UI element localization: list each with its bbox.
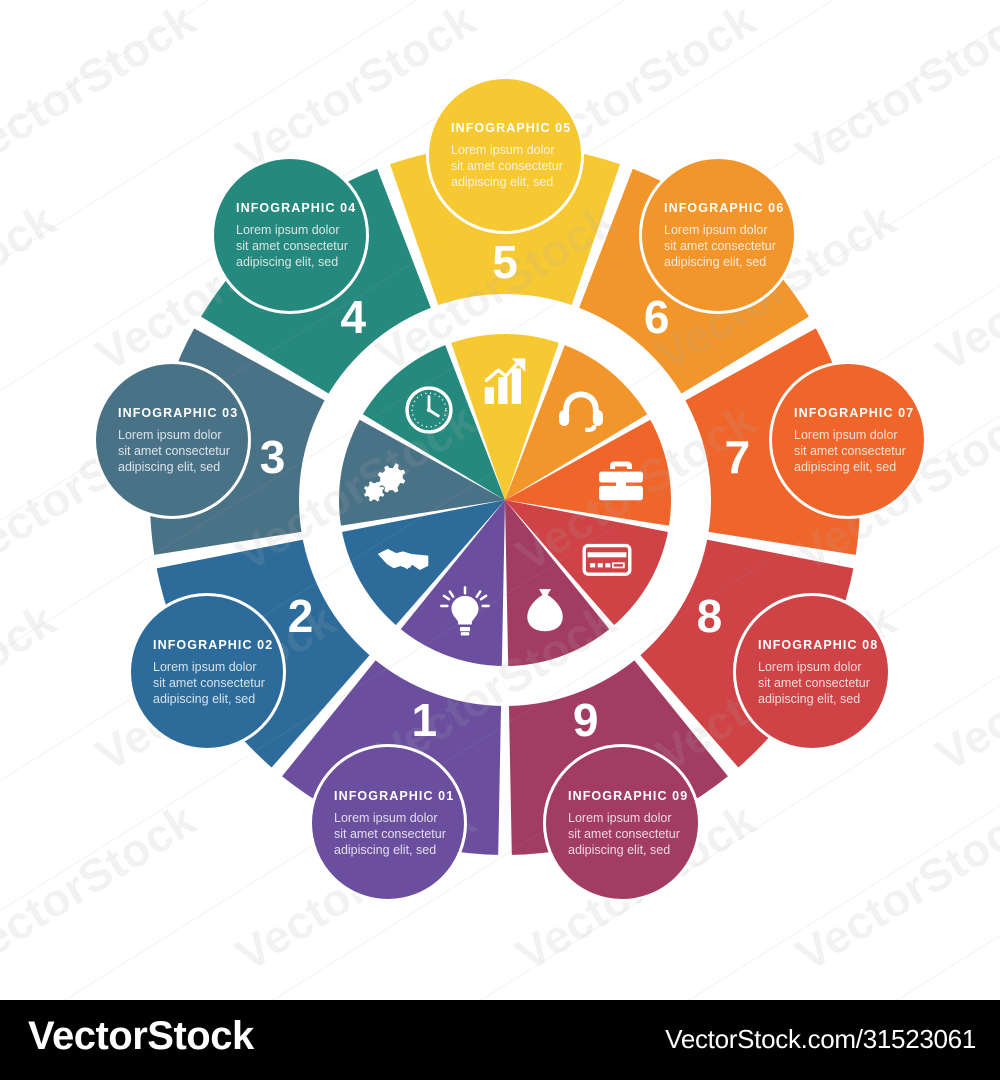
bubble-title-2: INFOGRAPHIC 02 xyxy=(153,637,274,652)
segment-number-5: 5 xyxy=(492,236,518,288)
bubble-body-2: Lorem ipsum dolor sit amet consectetur a… xyxy=(153,659,265,706)
info-bubble-5[interactable]: INFOGRAPHIC 05 Lorem ipsum dolor sit amet… xyxy=(426,76,584,234)
segment-number-4: 4 xyxy=(340,291,367,344)
clock-icon xyxy=(402,383,456,437)
segment-number-2: 2 xyxy=(287,590,314,642)
segment-number-8: 8 xyxy=(696,590,723,642)
bubble-body-5: Lorem ipsum dolor sit amet consectetur a… xyxy=(451,142,563,189)
bubble-title-6: INFOGRAPHIC 06 xyxy=(664,200,785,215)
bubble-title-1: INFOGRAPHIC 01 xyxy=(334,788,455,803)
segment-number-6: 6 xyxy=(643,291,670,344)
bubble-title-8: INFOGRAPHIC 08 xyxy=(758,637,879,652)
info-bubble-2[interactable]: INFOGRAPHIC 02 Lorem ipsum dolor sit amet… xyxy=(128,593,286,751)
briefcase-icon xyxy=(594,453,648,507)
vectorstock-logo: VectorStock xyxy=(28,1014,254,1058)
info-bubble-9[interactable]: INFOGRAPHIC 09 Lorem ipsum dolor sit amet… xyxy=(543,744,701,902)
footer-bar: VectorStock VectorStock.com/31523061 xyxy=(0,1000,1000,1080)
bubble-title-4: INFOGRAPHIC 04 xyxy=(236,200,357,215)
gears-icon xyxy=(362,453,416,507)
bubble-body-3: Lorem ipsum dolor sit amet consectetur a… xyxy=(118,427,230,474)
segment-number-1: 1 xyxy=(411,693,438,746)
headphones-icon xyxy=(554,383,608,437)
money-bag-icon xyxy=(518,584,572,638)
lightbulb-icon xyxy=(438,584,492,638)
bubble-body-8: Lorem ipsum dolor sit amet consectetur a… xyxy=(758,659,870,706)
bubble-title-5: INFOGRAPHIC 05 xyxy=(451,120,572,135)
info-bubble-7[interactable]: INFOGRAPHIC 07 Lorem ipsum dolor sit amet… xyxy=(769,361,927,519)
info-bubble-3[interactable]: INFOGRAPHIC 03 Lorem ipsum dolor sit amet… xyxy=(93,361,251,519)
handshake-icon xyxy=(376,532,430,586)
white-ring-overlay xyxy=(299,294,711,706)
segment-number-3: 3 xyxy=(259,431,286,483)
bubble-title-3: INFOGRAPHIC 03 xyxy=(118,405,239,420)
bubble-title-9: INFOGRAPHIC 09 xyxy=(568,788,689,803)
bubble-title-7: INFOGRAPHIC 07 xyxy=(794,405,915,420)
info-bubble-4[interactable]: INFOGRAPHIC 04 Lorem ipsum dolor sit amet… xyxy=(211,156,369,314)
info-bubble-8[interactable]: INFOGRAPHIC 08 Lorem ipsum dolor sit amet… xyxy=(733,593,891,751)
bar-chart-icon xyxy=(478,355,532,409)
ring-stroke xyxy=(299,294,711,706)
credit-card-icon xyxy=(580,532,634,586)
vectorstock-url: VectorStock.com/31523061 xyxy=(665,1024,976,1054)
info-bubble-6[interactable]: INFOGRAPHIC 06 Lorem ipsum dolor sit amet… xyxy=(639,156,797,314)
bubble-body-9: Lorem ipsum dolor sit amet consectetur a… xyxy=(568,810,680,857)
info-bubble-1[interactable]: INFOGRAPHIC 01 Lorem ipsum dolor sit amet… xyxy=(309,744,467,902)
bubble-body-6: Lorem ipsum dolor sit amet consectetur a… xyxy=(664,222,776,269)
bubble-body-1: Lorem ipsum dolor sit amet consectetur a… xyxy=(334,810,446,857)
bubble-body-7: Lorem ipsum dolor sit amet consectetur a… xyxy=(794,427,906,474)
segment-number-7: 7 xyxy=(724,431,751,483)
bubble-body-4: Lorem ipsum dolor sit amet consectetur a… xyxy=(236,222,348,269)
segment-number-9: 9 xyxy=(572,693,599,746)
